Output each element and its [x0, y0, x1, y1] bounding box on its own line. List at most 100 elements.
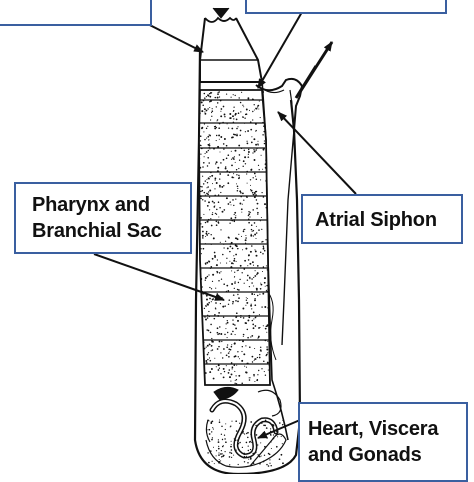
stipple-dot [204, 97, 206, 99]
stipple-dot [269, 155, 270, 157]
stipple-dot [255, 199, 258, 201]
stipple-dot [268, 453, 271, 456]
stipple-dot [279, 422, 281, 424]
stipple-dot [235, 183, 238, 185]
stipple-dot [206, 181, 209, 184]
stipple-dot [233, 258, 236, 260]
stipple-dot [233, 213, 235, 216]
stipple-dot [217, 333, 219, 336]
stipple-dot [220, 453, 222, 455]
stipple-dot [251, 282, 253, 284]
stipple-dot [217, 364, 220, 367]
stipple-dot [203, 347, 206, 350]
stipple-dot [231, 164, 233, 167]
stipple-dot [258, 353, 261, 356]
stipple-dot [270, 428, 272, 430]
stipple-dot [251, 230, 253, 233]
stipple-dot [252, 209, 254, 211]
stipple-dot [199, 349, 201, 351]
stipple-dot [262, 266, 265, 268]
stipple-dot [247, 431, 249, 434]
stipple-dot [262, 196, 265, 198]
stipple-dot [249, 457, 252, 460]
stipple-dot [215, 163, 217, 165]
stipple-dot [207, 452, 209, 454]
stipple-dot [200, 144, 202, 147]
stipple-dot [263, 130, 265, 133]
stipple-dot [235, 312, 238, 315]
stipple-dot [219, 178, 221, 180]
pharynx-arrow [93, 253, 225, 301]
stipple-dot [220, 433, 223, 435]
stipple-dot [257, 213, 259, 215]
stipple-dot [206, 362, 208, 364]
stipple-dot [199, 316, 201, 319]
stipple-dot [235, 449, 237, 451]
stipple-dot [256, 273, 258, 276]
stipple-dot [222, 357, 224, 359]
stipple-dot [209, 209, 211, 211]
stipple-dot [219, 151, 221, 153]
stipple-dot [210, 234, 212, 236]
stipple-dot [216, 259, 219, 261]
stipple-dot [214, 127, 217, 130]
stipple-dot [218, 458, 220, 461]
stipple-dot [203, 131, 205, 133]
stipple-dot [230, 150, 232, 152]
stipple-dot [257, 140, 259, 142]
stipple-dot [227, 127, 230, 129]
stipple-dot [250, 228, 253, 231]
stipple-dot [208, 461, 210, 464]
stipple-dot [239, 202, 242, 205]
stipple-dot [205, 360, 208, 362]
stipple-dot [237, 247, 239, 250]
stipple-dot [230, 440, 232, 442]
stipple-dot [199, 323, 202, 326]
stipple-dot [229, 113, 232, 115]
stipple-dot [210, 344, 213, 347]
stipple-dot [199, 135, 202, 137]
stipple-dot [202, 104, 204, 107]
stipple-dot [231, 366, 234, 369]
atrial-siphon-label-box: Atrial Siphon [301, 194, 463, 244]
stipple-dot [216, 327, 219, 330]
stipple-dot [210, 422, 213, 425]
stipple-dot [221, 340, 223, 343]
stipple-dot [280, 435, 282, 438]
stipple-dot [218, 460, 221, 463]
stipple-dot [208, 274, 210, 276]
pharynx-side-tissue [265, 289, 277, 361]
stipple-dot [213, 201, 216, 204]
stipple-dot [248, 221, 250, 224]
stipple-dot [252, 235, 255, 237]
stipple-dot [206, 298, 208, 301]
stipple-dot [252, 452, 255, 455]
stipple-dot [204, 372, 207, 374]
stipple-dot [232, 300, 235, 303]
stipple-dot [205, 96, 207, 98]
stipple-dot [249, 216, 251, 218]
stipple-dot [241, 116, 244, 118]
stipple-dot [200, 269, 202, 271]
stipple-dot [273, 454, 275, 456]
stipple-dot [233, 255, 235, 257]
stipple-dot [228, 355, 230, 358]
stipple-dot [217, 91, 219, 94]
stipple-dot [262, 460, 265, 463]
stipple-dot [270, 433, 272, 436]
stipple-dot [202, 234, 204, 237]
stipple-dot [202, 183, 205, 185]
stipple-dot [234, 161, 236, 163]
stipple-dot [231, 247, 234, 250]
stipple-dot [262, 325, 264, 327]
stipple-dot [212, 340, 214, 343]
stipple-dot [247, 436, 249, 439]
stipple-dot [200, 223, 202, 225]
pharynx-label-line-2: Branchial Sac [32, 220, 162, 242]
stipple-dot [239, 278, 241, 281]
stipple-dot [259, 293, 261, 295]
stipple-dot [262, 168, 264, 170]
stipple-dot [258, 327, 260, 329]
stipple-dot [247, 151, 250, 153]
stipple-dot [241, 211, 243, 213]
